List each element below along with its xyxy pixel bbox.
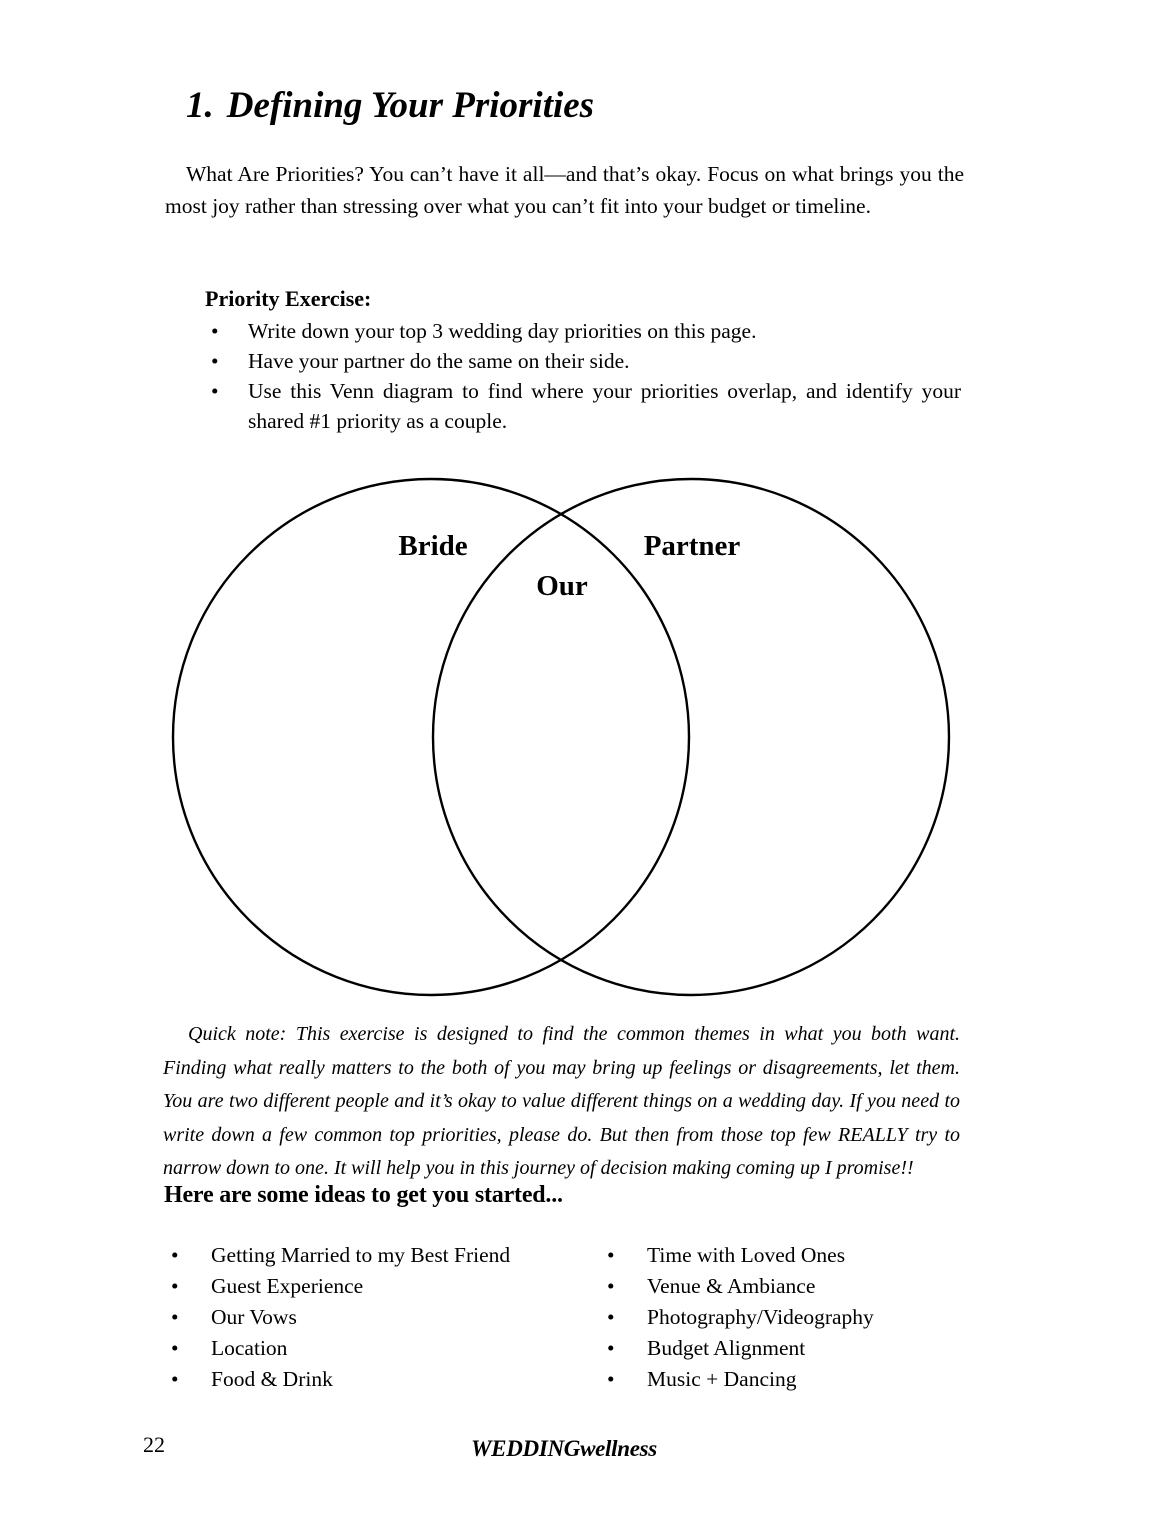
ideas-list-columns: • Getting Married to my Best Friend • Gu… [165, 1240, 965, 1395]
section-title-text: Defining Your Priorities [226, 85, 595, 126]
list-item: • Music + Dancing [601, 1364, 965, 1395]
idea-text: Food & Drink [211, 1367, 333, 1391]
venn-diagram: Bride Partner Our [150, 460, 970, 1016]
bullet-marker: • [211, 319, 219, 343]
exercise-item-text: Write down your top 3 wedding day priori… [248, 319, 757, 343]
idea-text: Getting Married to my Best Friend [211, 1243, 511, 1267]
venn-diagram-svg: Bride Partner Our [171, 477, 951, 997]
idea-text: Location [211, 1336, 288, 1360]
idea-text: Music + Dancing [647, 1367, 797, 1391]
bullet-marker: • [211, 379, 219, 403]
list-item: • Location [165, 1333, 601, 1364]
intro-paragraph: What Are Priorities? You can’t have it a… [165, 162, 964, 218]
venn-label-partner: Partner [644, 530, 741, 562]
bullet-marker: • [607, 1305, 615, 1329]
idea-text: Our Vows [211, 1305, 297, 1329]
bullet-marker: • [607, 1243, 615, 1267]
idea-text: Guest Experience [211, 1274, 364, 1298]
bullet-marker: • [171, 1274, 179, 1298]
idea-text: Photography/Videography [647, 1305, 874, 1329]
list-item: • Guest Experience [165, 1271, 601, 1302]
bullet-marker: • [211, 349, 219, 373]
priority-exercise-section: Priority Exercise: • Write down your top… [205, 284, 961, 436]
venn-left-circle [171, 477, 691, 997]
venn-label-our: Our [536, 570, 588, 602]
page-title: 1. Defining Your Priorities [186, 84, 594, 127]
page-number: 22 [143, 1432, 165, 1457]
bullet-marker: • [171, 1336, 179, 1360]
list-item: • Use this Venn diagram to find where yo… [205, 376, 961, 436]
ideas-left-column: • Getting Married to my Best Friend • Gu… [165, 1240, 601, 1395]
list-item: • Have your partner do the same on their… [205, 346, 961, 376]
venn-label-bride: Bride [398, 530, 467, 562]
bullet-marker: • [607, 1336, 615, 1360]
idea-text: Time with Loved Ones [647, 1243, 846, 1267]
bullet-marker: • [171, 1243, 179, 1267]
venn-right-circle [431, 477, 951, 997]
ideas-right-column: • Time with Loved Ones • Venue & Ambianc… [601, 1240, 965, 1395]
section-number: 1. [186, 85, 214, 126]
list-item: • Getting Married to my Best Friend [165, 1240, 601, 1271]
list-item: • Food & Drink [165, 1364, 601, 1395]
exercise-heading: Priority Exercise: [205, 286, 372, 311]
bullet-marker: • [607, 1274, 615, 1298]
quick-note-paragraph: Quick note: This exercise is designed to… [163, 1023, 960, 1179]
list-item: • Venue & Ambiance [601, 1271, 965, 1302]
bullet-marker: • [607, 1367, 615, 1391]
list-item: • Budget Alignment [601, 1333, 965, 1364]
exercise-item-text: Have your partner do the same on their s… [248, 349, 630, 373]
list-item: • Write down your top 3 wedding day prio… [205, 316, 961, 346]
idea-text: Budget Alignment [647, 1336, 806, 1360]
list-item: • Our Vows [165, 1302, 601, 1333]
bullet-marker: • [171, 1305, 179, 1329]
list-item: • Photography/Videography [601, 1302, 965, 1333]
list-item: • Time with Loved Ones [601, 1240, 965, 1271]
bullet-marker: • [171, 1367, 179, 1391]
brand-footer: WEDDINGwellness [471, 1436, 657, 1461]
ideas-heading: Here are some ideas to get you started..… [164, 1182, 563, 1208]
exercise-item-text: Use this Venn diagram to find where your… [248, 379, 961, 433]
idea-text: Venue & Ambiance [647, 1274, 816, 1298]
